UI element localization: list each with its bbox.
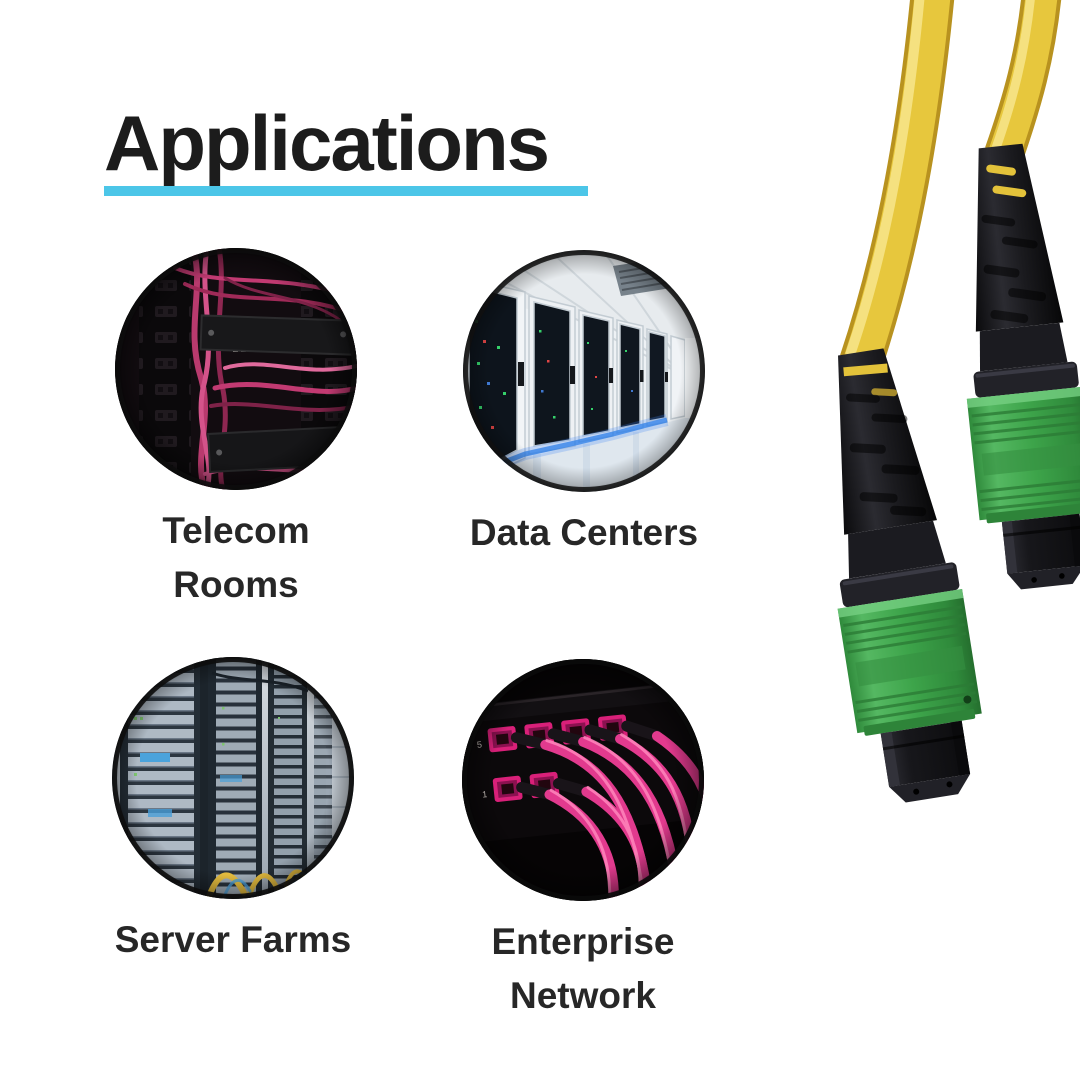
card-label-line: Network <box>510 974 656 1016</box>
card-enterprise-network: 5 1 <box>462 659 704 1022</box>
card-telecom-rooms: Telecom Rooms <box>115 248 357 611</box>
card-label-telecom-rooms: Telecom Rooms <box>71 504 401 611</box>
page-title: Applications <box>104 99 550 187</box>
card-label-line: Enterprise <box>491 921 675 962</box>
data-centers-photo <box>463 250 705 492</box>
card-label-line: Telecom <box>162 510 310 551</box>
fiber-cable-right <box>985 0 1062 161</box>
enterprise-network-photo: 5 1 <box>462 659 704 901</box>
card-data-centers: Data Centers <box>463 250 705 560</box>
mpo-fiber-cable-photo <box>837 0 1080 803</box>
card-label-line: Server Farms <box>114 919 352 960</box>
card-label-enterprise-network: Enterprise Network <box>418 915 748 1022</box>
card-label-line: Rooms <box>173 563 299 605</box>
title-underline <box>104 186 588 196</box>
fiber-cable-left <box>840 0 955 369</box>
card-label-data-centers: Data Centers <box>419 506 749 560</box>
card-label-line: Data Centers <box>469 512 699 553</box>
mpo-connector-right <box>966 143 1080 590</box>
server-farms-photo <box>112 657 354 899</box>
card-server-farms: Server Farms <box>112 657 354 967</box>
telecom-rooms-photo <box>115 248 357 490</box>
mpo-connector-left <box>837 348 982 803</box>
card-label-server-farms: Server Farms <box>68 913 398 967</box>
